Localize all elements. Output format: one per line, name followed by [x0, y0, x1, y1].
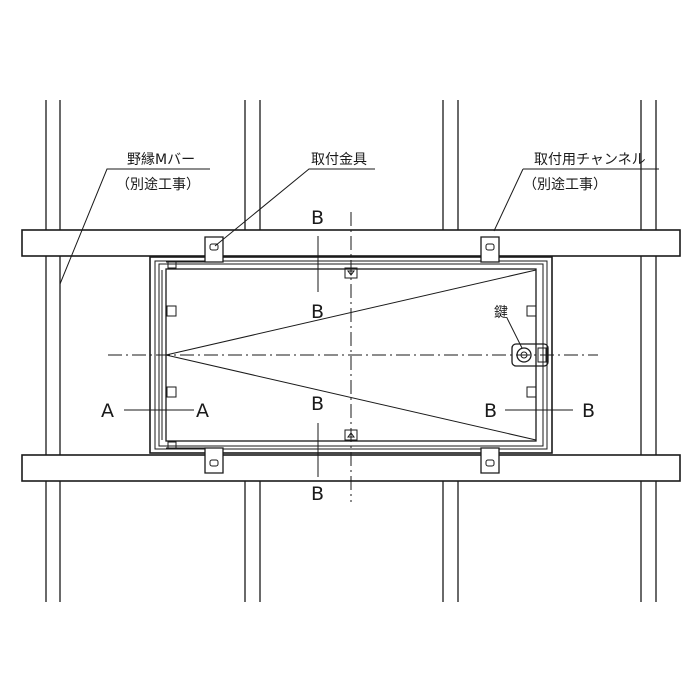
section-marker-b-bottom: B: [311, 483, 324, 505]
bracket-bottom-right: [480, 447, 500, 474]
lid-diagonal-lower: [165, 354, 537, 441]
joist-left: [45, 100, 61, 602]
label-m-bar-note: （別途工事）: [116, 176, 200, 193]
section-marker-b-upper: B: [311, 301, 324, 323]
joist-center-left: [244, 100, 261, 602]
section-marker-a-left: A: [101, 400, 114, 422]
mounting-brackets: [204, 236, 500, 474]
bracket-top-left: [204, 236, 224, 263]
bracket-top-right: [480, 236, 500, 263]
section-marker-b-right-inner: B: [484, 400, 497, 422]
section-lines: [124, 236, 573, 477]
leader-lines: [59, 168, 659, 349]
section-marker-a-right: A: [196, 400, 209, 422]
section-marker-b-lower: B: [311, 393, 324, 415]
label-channel-note: （別途工事）: [523, 176, 607, 193]
joist-right: [640, 100, 657, 602]
label-channel: 取付用チャンネル: [534, 152, 646, 168]
joist-center-right: [442, 100, 459, 602]
bracket-bottom-left: [204, 447, 224, 474]
label-bracket: 取付金具: [311, 152, 367, 168]
section-marker-b-right-outer: B: [582, 400, 595, 422]
ceiling-joists: [45, 100, 657, 602]
label-m-bar: 野縁Mバー: [127, 152, 195, 168]
section-marker-b-top: B: [311, 207, 324, 229]
label-key: 鍵: [494, 305, 508, 321]
